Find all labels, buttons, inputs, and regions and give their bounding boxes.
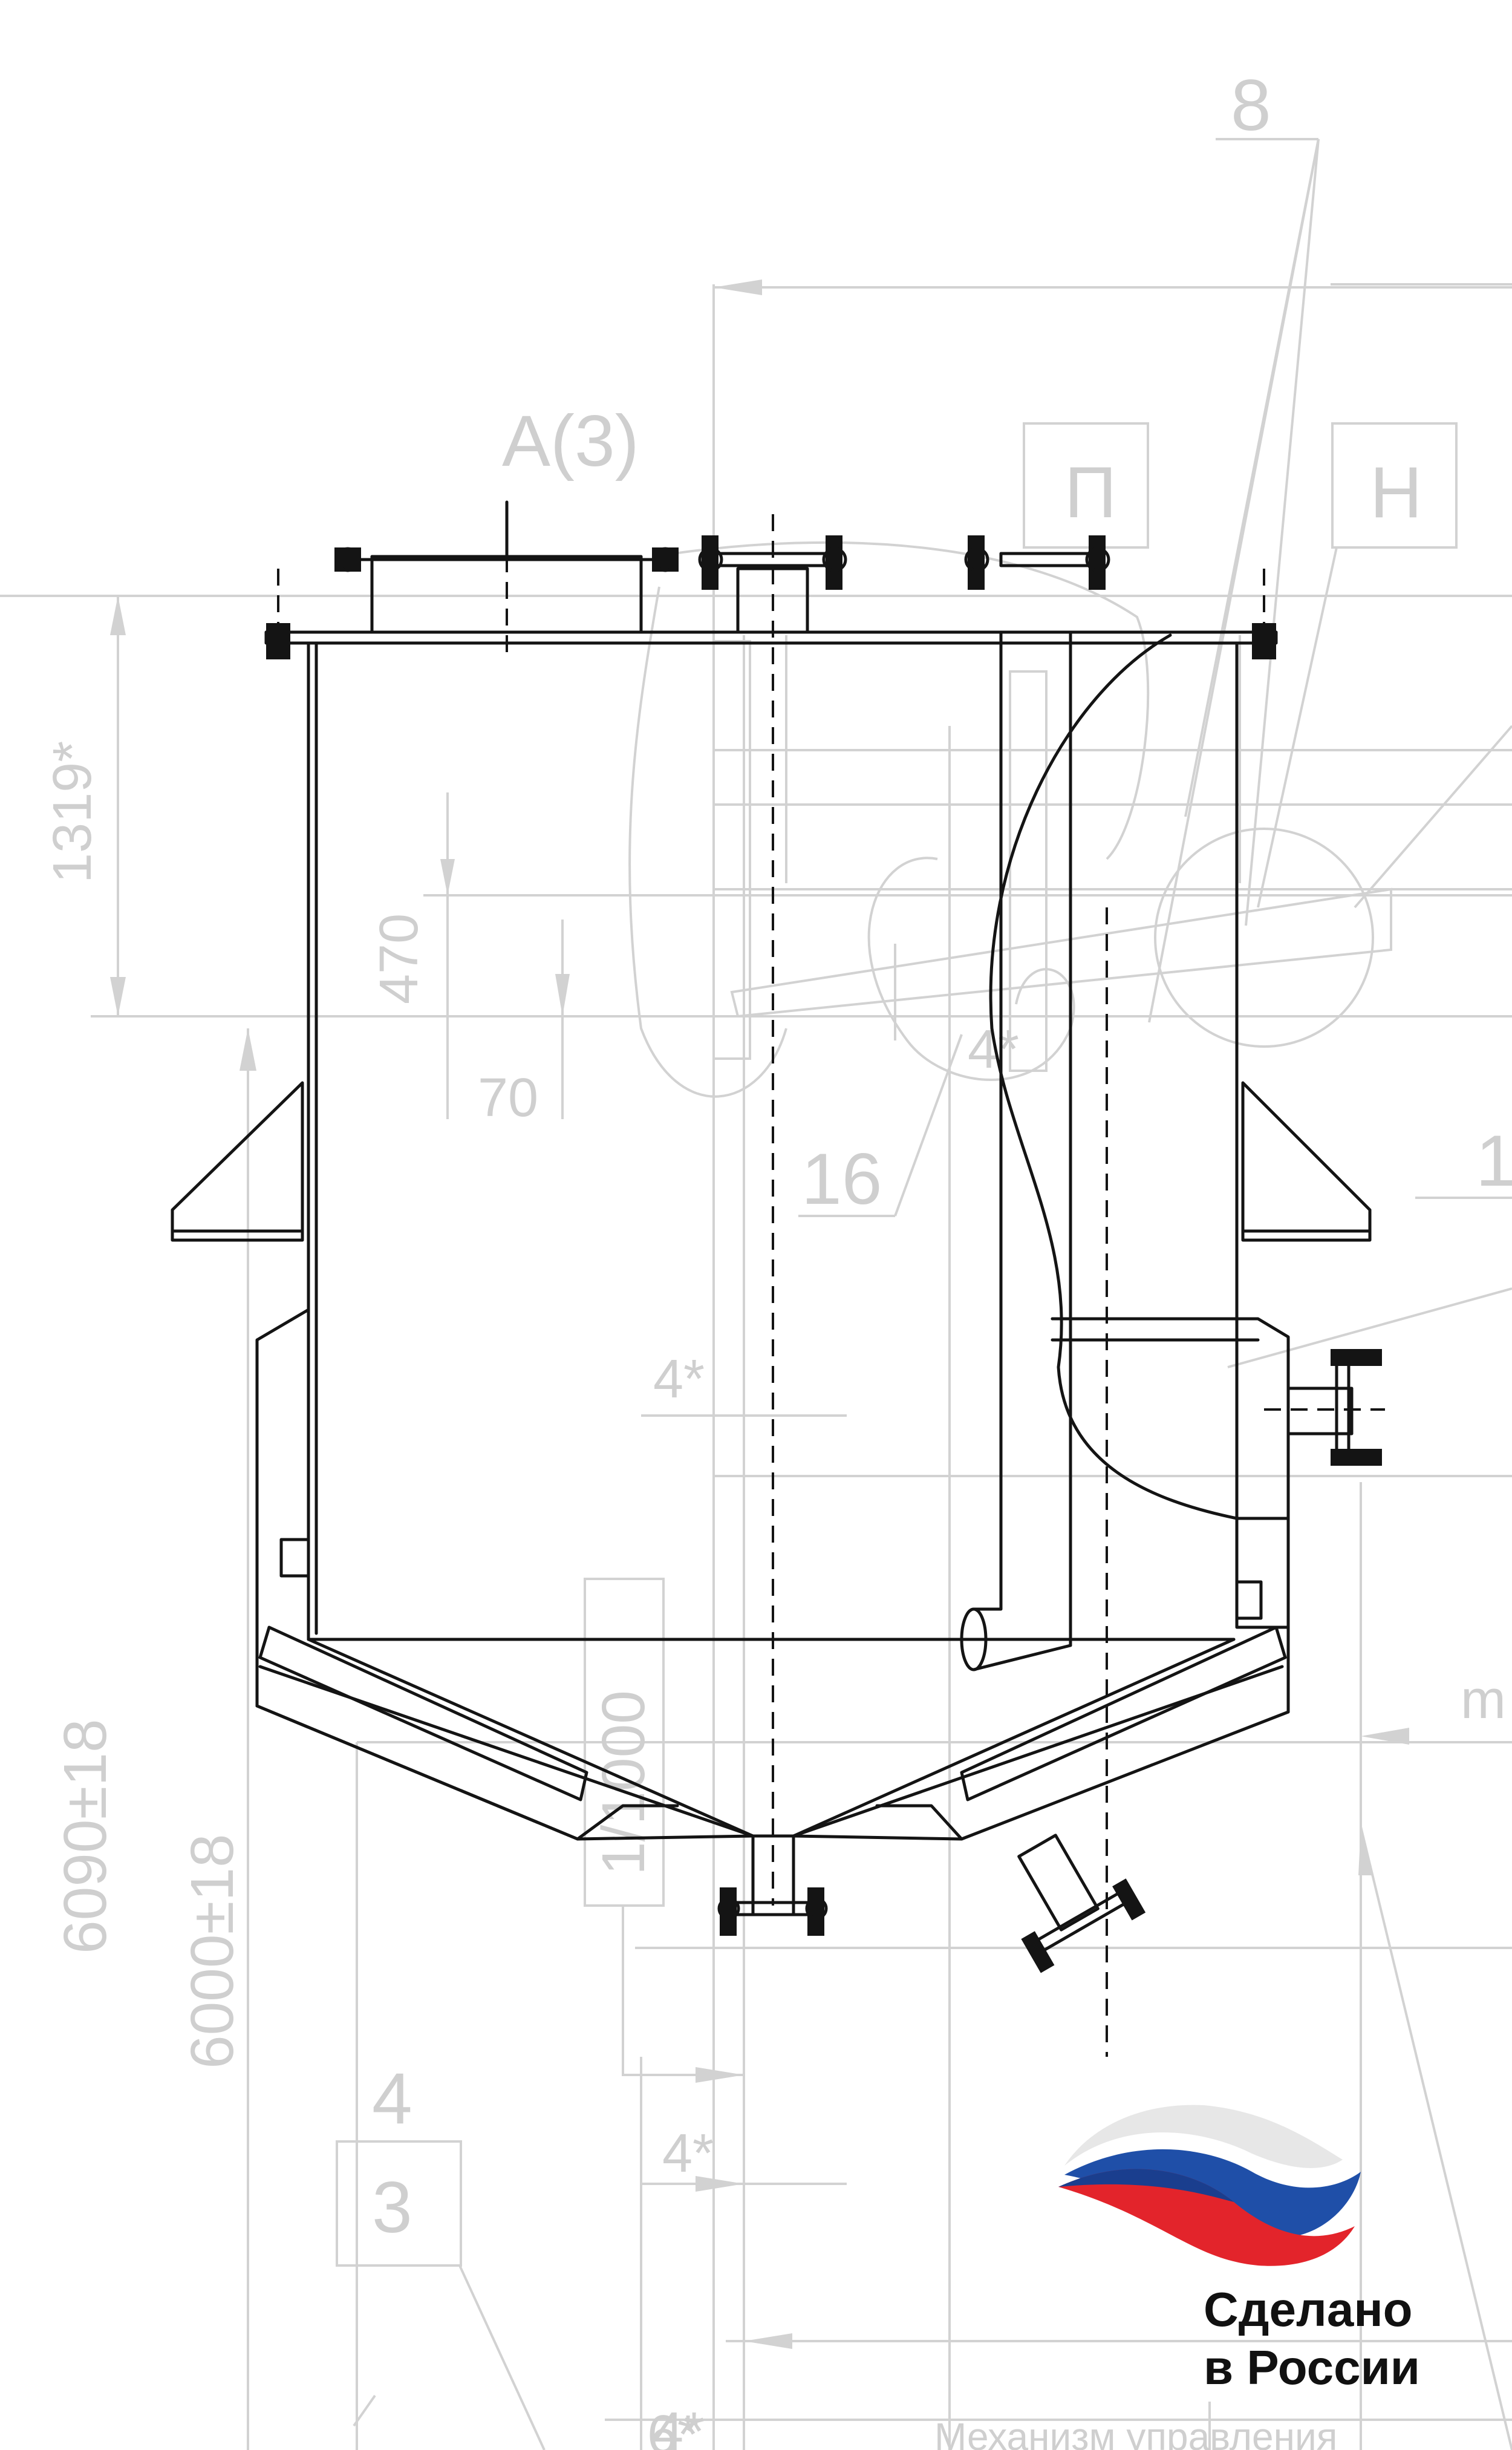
position-8: 8 bbox=[1231, 65, 1271, 146]
logo-wave-white bbox=[1064, 2105, 1343, 2168]
dim-6090: 6090±18 bbox=[51, 1719, 119, 1954]
edge-m: m bbox=[1461, 1670, 1506, 1730]
dim-4-a: 4* bbox=[968, 1019, 1019, 1080]
curved-baffle bbox=[989, 633, 1239, 1520]
edge-1: 1 bbox=[1476, 1120, 1512, 1201]
dim-1319: 1319* bbox=[42, 741, 103, 883]
left-support-bracket bbox=[171, 1081, 304, 1242]
dip-pipe bbox=[972, 630, 1003, 1611]
dim-4-b: 4* bbox=[653, 1349, 705, 1410]
dim-6000: 6000±18 bbox=[178, 1834, 246, 2069]
skirt-right bbox=[792, 1317, 1290, 1841]
made-in-russia-caption: Сделано в России bbox=[1204, 2281, 1420, 2397]
top-nozzle-left bbox=[736, 567, 809, 634]
view-a-label: A(3) bbox=[502, 400, 639, 482]
dim-6: 6* bbox=[647, 2405, 699, 2450]
brand-line-1: Сделано bbox=[1204, 2282, 1413, 2336]
logo-wave-red bbox=[1058, 2169, 1355, 2266]
right-support-bracket bbox=[1241, 1081, 1372, 1242]
top-lid bbox=[264, 630, 1278, 645]
dim-70: 70 bbox=[478, 1068, 538, 1128]
dim-4-d: 4* bbox=[653, 2402, 705, 2450]
mechanism-label: Механизм управления bbox=[934, 2415, 1337, 2450]
vessel bbox=[171, 500, 1385, 2057]
background-reference-lines bbox=[0, 138, 1512, 2450]
dimension-labels: 1319* 470 70 16 4* 4* 4* 4* 6090±18 6000… bbox=[42, 65, 1512, 2450]
made-in-russia-logo bbox=[1058, 2105, 1361, 2266]
position-4: 4 bbox=[372, 2058, 412, 2139]
dim-4-c: 4* bbox=[662, 2123, 714, 2184]
brand-line-2: в России bbox=[1204, 2341, 1420, 2394]
nozzle-p: П bbox=[1064, 452, 1116, 533]
dim-470: 470 bbox=[369, 913, 429, 1004]
position-3: 3 bbox=[372, 2167, 412, 2248]
dim-16: 16 bbox=[801, 1138, 882, 1220]
nozzle-n: Н bbox=[1370, 452, 1422, 533]
left-stiffener bbox=[258, 1625, 588, 1802]
side-nozzle bbox=[1286, 1387, 1354, 1436]
